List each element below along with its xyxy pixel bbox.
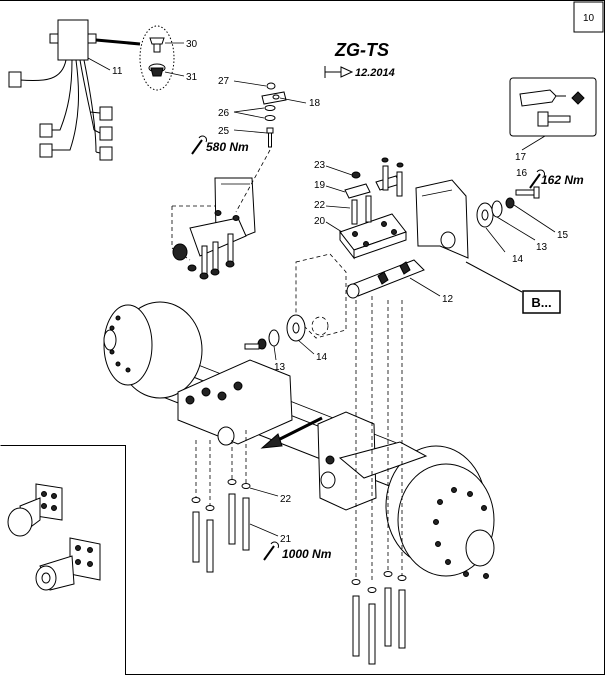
coupling-bracket-upper bbox=[7, 483, 63, 537]
reference-leader bbox=[465, 261, 523, 293]
washer-13-left bbox=[268, 329, 280, 347]
lower-bolts-left bbox=[191, 479, 251, 573]
callout-19: 19 bbox=[314, 180, 326, 191]
coupling-bracket-lower bbox=[35, 537, 101, 591]
bushing-14-left bbox=[286, 314, 306, 342]
callout-27: 27 bbox=[218, 76, 230, 87]
right-bracket bbox=[415, 179, 469, 259]
callout-20: 20 bbox=[314, 216, 326, 227]
callout-26: 26 bbox=[218, 108, 230, 119]
left-brake-drum bbox=[103, 301, 203, 399]
bolt-25 bbox=[266, 127, 274, 148]
wrench-icon-580 bbox=[191, 135, 207, 155]
lower-bolts-right bbox=[351, 571, 407, 665]
page-number: 10 bbox=[583, 13, 595, 24]
axle-seat-right bbox=[317, 411, 428, 511]
callout-21: 21 bbox=[280, 534, 292, 545]
adhesive-tube-icon bbox=[519, 89, 585, 107]
right-brake-drum bbox=[385, 445, 495, 579]
bolt-16 bbox=[515, 186, 540, 199]
bushing-14-right bbox=[476, 202, 494, 228]
callout-15: 15 bbox=[557, 230, 569, 241]
wrench-icon-1000 bbox=[263, 541, 279, 561]
callout-22-top: 22 bbox=[314, 200, 326, 211]
u-bolt-top bbox=[344, 157, 404, 225]
validity-date: 12.2014 bbox=[355, 67, 395, 79]
page-number-box bbox=[573, 1, 604, 33]
kit-bolt-icon bbox=[537, 111, 571, 127]
upper-plate-20 bbox=[339, 213, 407, 260]
callout-22-bottom: 22 bbox=[280, 494, 292, 505]
callout-16: 16 bbox=[516, 168, 528, 179]
callout-30: 30 bbox=[186, 39, 198, 50]
kit-17-box bbox=[509, 77, 597, 137]
washer-26a bbox=[264, 105, 276, 111]
callout-13-left: 13 bbox=[274, 362, 286, 373]
clamp-18 bbox=[261, 91, 287, 105]
nut-15 bbox=[505, 197, 515, 209]
callout-13-right: 13 bbox=[536, 242, 548, 253]
reference-box bbox=[522, 290, 561, 314]
bolt-left bbox=[244, 343, 260, 350]
callout-14-left: 14 bbox=[316, 352, 328, 363]
callout-11: 11 bbox=[112, 66, 123, 77]
leader-11 bbox=[87, 57, 111, 71]
reference-label: B... bbox=[531, 295, 551, 310]
washer-26b bbox=[264, 115, 276, 121]
nut-31 bbox=[148, 63, 166, 77]
callout-18: 18 bbox=[309, 98, 321, 109]
wiring-harness bbox=[8, 19, 141, 161]
axle-seat-left bbox=[177, 359, 293, 446]
torque-162: 162 Nm bbox=[541, 173, 584, 187]
callout-12: 12 bbox=[442, 294, 454, 305]
torque-580: 580 Nm bbox=[206, 140, 249, 154]
torque-1000: 1000 Nm bbox=[282, 547, 332, 561]
washer-27 bbox=[266, 82, 276, 90]
callout-14-right: 14 bbox=[512, 254, 524, 265]
washer-13-right bbox=[491, 200, 503, 218]
direction-arrow-icon bbox=[260, 416, 323, 449]
callout-17: 17 bbox=[515, 152, 527, 163]
callout-23: 23 bbox=[314, 160, 326, 171]
callout-31: 31 bbox=[186, 72, 198, 83]
callout-25: 25 bbox=[218, 126, 230, 137]
shaft-12 bbox=[346, 259, 425, 299]
detail-bubble bbox=[139, 25, 175, 91]
left-front-bracket bbox=[171, 177, 256, 280]
wrench-icon-162 bbox=[529, 169, 545, 189]
screw-30 bbox=[149, 37, 165, 53]
diagram-title: ZG-TS bbox=[334, 40, 389, 60]
validity-arrow-icon bbox=[324, 66, 354, 78]
